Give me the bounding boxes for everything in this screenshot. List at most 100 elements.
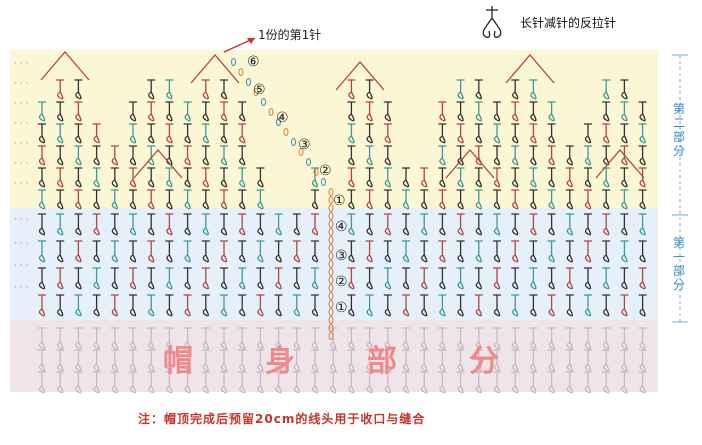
part-one-stitch xyxy=(456,213,465,236)
part-one-stitch xyxy=(638,294,647,317)
part-two-stitch xyxy=(602,123,611,144)
part-two-stitch xyxy=(529,123,538,144)
row-number-p2-2: ② xyxy=(319,163,332,179)
chain-stitch xyxy=(328,220,334,228)
part-two-stitch xyxy=(438,101,447,122)
part-two-stitch xyxy=(474,145,483,166)
body-stitch xyxy=(292,371,301,394)
part-one-stitch xyxy=(92,240,101,263)
body-stitch xyxy=(438,349,447,372)
body-stitch xyxy=(493,349,501,372)
chain-stitch xyxy=(313,168,319,176)
part-two-stitch xyxy=(238,145,247,166)
part-one-stitch xyxy=(620,294,629,317)
body-label-char-1: 帽 xyxy=(163,344,193,379)
body-stitch xyxy=(56,371,65,394)
part-one-stitch xyxy=(129,267,137,290)
part-one-stitch xyxy=(183,213,192,236)
part-two-stitch xyxy=(365,79,374,100)
body-stitch xyxy=(602,349,611,372)
part-two-stitch xyxy=(584,145,592,166)
body-stitch xyxy=(638,349,647,372)
part-two-stitch xyxy=(365,167,374,188)
part-one-stitch xyxy=(365,267,374,290)
part-two-stitch xyxy=(602,167,611,188)
part-one-stitch xyxy=(256,294,265,317)
part-two-stitch xyxy=(529,79,538,100)
body-stitch xyxy=(38,349,46,372)
body-stitch xyxy=(129,349,137,372)
part-two-stitch xyxy=(620,189,629,210)
part-two-stitch xyxy=(110,145,119,166)
part-two-stitch xyxy=(438,189,447,210)
part-two-stitch xyxy=(220,189,228,210)
chain-stitch xyxy=(328,324,334,332)
part-two-stitch xyxy=(311,189,319,210)
body-stitch xyxy=(74,327,83,350)
part-one-stitch xyxy=(365,240,374,263)
body-stitch xyxy=(329,371,338,394)
part-two-stitch xyxy=(56,167,65,188)
part-two-stitch xyxy=(456,189,465,210)
part-two-stitch xyxy=(456,123,465,144)
chain-stitch xyxy=(283,128,289,136)
body-stitch xyxy=(602,371,611,394)
body-stitch xyxy=(529,327,538,350)
part-two-stitch xyxy=(547,101,556,122)
part-two-stitch xyxy=(383,145,392,166)
part-one-stitch xyxy=(238,240,247,263)
part-two-stitch xyxy=(620,167,629,188)
part-two-stitch xyxy=(74,145,83,166)
body-stitch xyxy=(256,327,265,350)
row-marker: · · · xyxy=(14,99,28,109)
body-stitch xyxy=(147,327,156,350)
body-stitch xyxy=(383,327,392,350)
part-two-stitch xyxy=(110,189,119,210)
part-one-stitch xyxy=(438,294,447,317)
body-stitch xyxy=(620,371,629,394)
body-stitch xyxy=(256,349,265,372)
part-two-stitch xyxy=(511,123,520,144)
chain-stitch xyxy=(231,58,236,66)
body-stitch xyxy=(347,371,356,394)
part-two-stitch xyxy=(511,189,520,210)
part-one-stitch xyxy=(220,294,228,317)
part-one-stitch xyxy=(74,213,83,236)
part-two-stitch xyxy=(220,167,228,188)
part-two-stitch xyxy=(201,189,210,210)
body-stitch xyxy=(420,327,429,350)
chain-stitch xyxy=(328,188,334,196)
part-one-stitch xyxy=(56,213,65,236)
part-two-stitch xyxy=(620,79,629,100)
part-two-stitch xyxy=(565,145,574,166)
part-one-stitch xyxy=(584,240,592,263)
part-one-stitch xyxy=(201,213,210,236)
part-one-stitch xyxy=(183,240,192,263)
body-stitch xyxy=(38,371,46,394)
part-two-stitch xyxy=(92,189,101,210)
part-one-stitch xyxy=(493,267,501,290)
part-one-stitch xyxy=(38,267,46,290)
chain-stitch xyxy=(328,212,334,220)
part-two-stitch xyxy=(220,79,228,100)
part-one-stitch xyxy=(165,294,174,317)
part-one-stitch xyxy=(547,240,556,263)
part-one-stitch xyxy=(547,267,556,290)
part-one-stitch xyxy=(620,213,629,236)
row-number-p1-1: ① xyxy=(335,300,348,316)
part-two-stitch xyxy=(529,145,538,166)
body-stitch xyxy=(238,349,247,372)
body-label-char-4: 分 xyxy=(469,344,499,379)
chain-stitch xyxy=(328,252,334,260)
part-two-stitch xyxy=(383,123,392,144)
body-stitch xyxy=(474,371,483,394)
part-two-stitch xyxy=(456,79,465,100)
row-marker: · · · xyxy=(14,239,28,249)
chain-stitch xyxy=(328,300,334,308)
part-one-stitch xyxy=(511,240,520,263)
row-marker: · · · xyxy=(14,139,28,149)
part-two-stitch xyxy=(511,101,520,122)
chain-stitch xyxy=(246,78,251,86)
part-two-stitch xyxy=(74,189,83,210)
